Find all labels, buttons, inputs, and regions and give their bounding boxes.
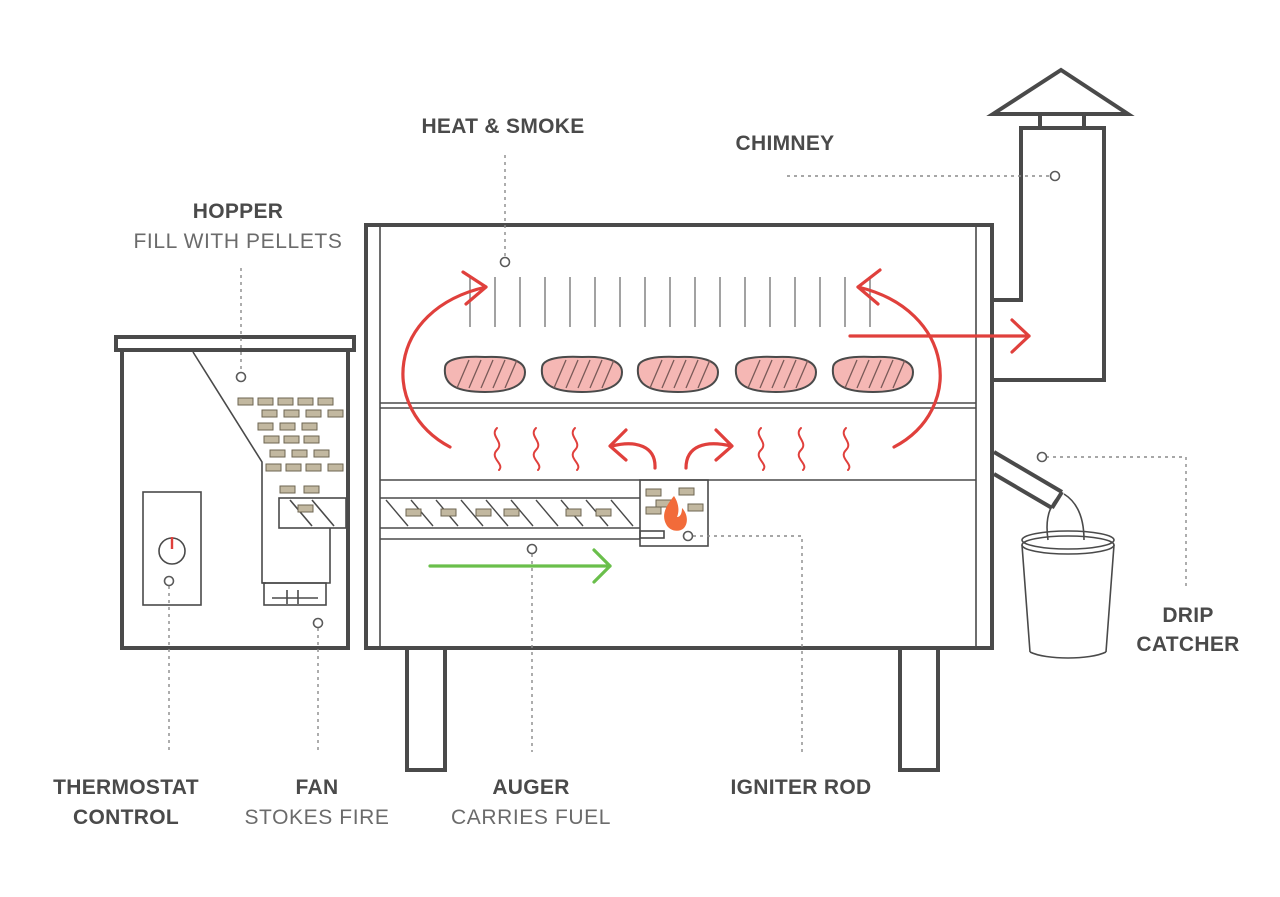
- pellet-icon: [301, 422, 318, 431]
- pellet-icon: [279, 422, 296, 431]
- label-thermostat-line1: THERMOSTAT: [53, 776, 199, 799]
- pellet-icon: [277, 397, 294, 406]
- pellet-icon: [305, 409, 322, 418]
- pellet-icon: [285, 463, 302, 472]
- hopper-pellets: [237, 397, 344, 513]
- steaks: [443, 355, 915, 394]
- pellet-icon: [297, 504, 314, 513]
- label-auger: AUGER: [492, 776, 569, 799]
- pellet-icon: [297, 397, 314, 406]
- pellet-icon: [475, 508, 492, 517]
- fuel-arrow: [428, 548, 612, 584]
- auger-flight: [535, 499, 559, 527]
- steak-icon: [443, 355, 527, 394]
- label-heat-smoke: HEAT & SMOKE: [421, 115, 584, 138]
- steak-icon: [636, 355, 720, 394]
- chimney: [986, 67, 1135, 382]
- pellet-icon: [279, 485, 296, 494]
- auger-flight: [485, 499, 509, 527]
- pellet-icon: [317, 397, 334, 406]
- pellet-icon: [291, 449, 308, 458]
- pellet-icon: [283, 409, 300, 418]
- grill-legs: [405, 648, 940, 772]
- grill-body: [364, 223, 994, 650]
- pellet-icon: [257, 422, 274, 431]
- auger-flight: [385, 499, 409, 527]
- label-chimney: CHIMNEY: [736, 132, 835, 155]
- label-auger-sub: CARRIES FUEL: [451, 806, 611, 829]
- heat-wave: [757, 427, 766, 471]
- drip-catcher: [992, 450, 1115, 659]
- label-fan: FAN: [296, 776, 339, 799]
- pellet-icon: [265, 463, 282, 472]
- flame-icon: [664, 496, 687, 531]
- pellet-icon: [327, 409, 344, 418]
- heat-wave: [842, 427, 851, 471]
- labels: HEAT & SMOKE CHIMNEY HOPPER FILL WITH PE…: [53, 115, 1239, 829]
- steak-icon: [734, 355, 818, 394]
- pellet-icon: [595, 508, 612, 517]
- rack-lines: [469, 277, 871, 327]
- pellet-icon: [237, 397, 254, 406]
- leader-dots: [163, 170, 1061, 629]
- heat-arrows: [401, 268, 1031, 470]
- thermostat-control-panel: [142, 491, 202, 606]
- label-hopper: HOPPER: [193, 200, 284, 223]
- firepot-pellets: [645, 487, 704, 515]
- steak-icon: [540, 355, 624, 394]
- pellet-icon: [313, 449, 330, 458]
- auger-flight: [510, 499, 534, 527]
- auger-flight: [410, 499, 434, 527]
- pellet-icon: [440, 508, 457, 517]
- label-hopper-sub: FILL WITH PELLETS: [134, 230, 343, 253]
- pellet-icon: [645, 488, 662, 497]
- heat-wave: [532, 427, 541, 471]
- pellet-icon: [565, 508, 582, 517]
- heat-wave: [571, 427, 580, 471]
- heat-waves: [493, 427, 851, 471]
- hopper-box: [114, 335, 356, 650]
- pellet-icon: [283, 435, 300, 444]
- auger-pellets: [405, 508, 612, 517]
- heat-wave: [493, 427, 502, 471]
- auger-flight: [460, 499, 484, 527]
- pellet-icon: [261, 409, 278, 418]
- pellet-icon: [678, 487, 695, 496]
- pellet-icon: [303, 435, 320, 444]
- pellet-icon: [687, 503, 704, 512]
- label-drip-line1: DRIP: [1162, 604, 1213, 627]
- pellet-icon: [269, 449, 286, 458]
- label-drip-line2: CATCHER: [1136, 633, 1239, 656]
- pellet-icon: [405, 508, 422, 517]
- pellet-icon: [305, 463, 322, 472]
- label-fan-sub: STOKES FIRE: [244, 806, 389, 829]
- pellet-icon: [645, 506, 662, 515]
- heat-wave: [797, 427, 806, 471]
- bucket-icon: [1021, 530, 1115, 659]
- auger-flight: [610, 499, 634, 527]
- label-thermostat-line2: CONTROL: [73, 806, 179, 829]
- pellet-icon: [263, 435, 280, 444]
- pellet-icon: [503, 508, 520, 517]
- pellet-icon: [257, 397, 274, 406]
- steak-icon: [831, 355, 915, 394]
- label-igniter-rod: IGNITER ROD: [731, 776, 872, 799]
- pellet-icon: [303, 485, 320, 494]
- leader-lines: [168, 155, 1187, 752]
- pellet-icon: [327, 463, 344, 472]
